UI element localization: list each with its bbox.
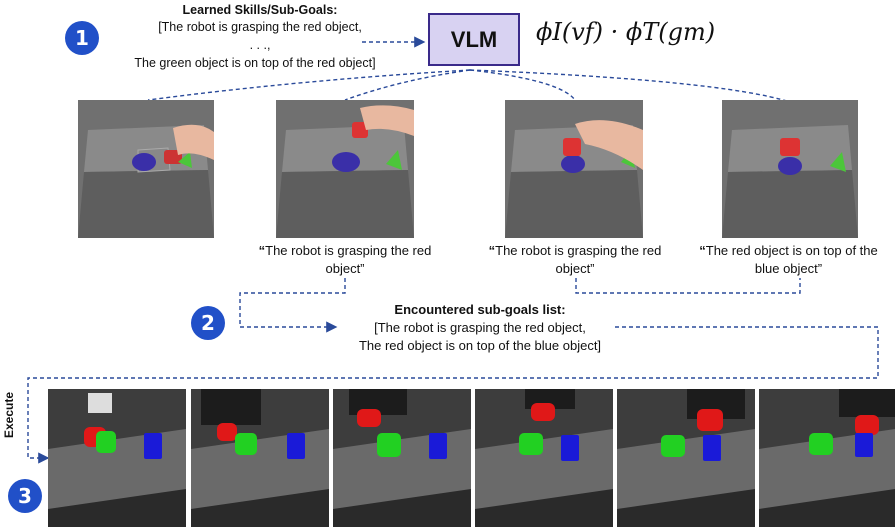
skills-line-3: The green object is on top of the red ob… [134,56,376,70]
step-1-badge: 1 [65,21,99,55]
photo-3-scene [505,100,643,238]
caption-2-line-1: The robot is grasping the red [265,243,432,258]
skills-line-2: . . ., [249,38,271,52]
caption-4-line-2: blue object” [754,261,823,276]
caption-3-line-1: The robot is grasping the red [495,243,662,258]
execute-label: Execute [2,391,16,438]
skills-title: Learned Skills/Sub-Goals: [182,3,338,17]
sim-frame-6 [759,389,895,527]
photo-frame-1 [78,100,214,238]
caption-photo-2: “The robot is grasping the red object” [238,242,452,278]
caption-photo-3: “The robot is grasping the red object” [468,242,682,278]
sim-frame-3 [333,389,471,527]
sim-4-scene [475,389,613,527]
photo-4-scene [722,100,858,238]
encountered-title: Encountered sub-goals list: [394,302,566,317]
sim-frame-1 [48,389,186,527]
caption-3-quote: “ [488,243,496,258]
vlm-box: VLM [428,13,520,66]
sim-6-scene [759,389,895,527]
sim-frame-4 [475,389,613,527]
photo-frame-3 [505,100,643,238]
photo-frame-2 [276,100,414,238]
sim-5-scene [617,389,755,527]
caption-3-line-2: object” [555,261,595,276]
encountered-line-1: [The robot is grasping the red object, [374,320,586,335]
step-3-badge: 3 [8,479,42,513]
sim-1-scene [48,389,186,527]
sim-3-scene [333,389,471,527]
sim-frame-2 [191,389,329,527]
step-2-badge: 2 [191,306,225,340]
vlm-label: VLM [450,26,498,52]
sim-2-scene [191,389,329,527]
photo-frame-4 [722,100,858,238]
encountered-line-2: The red object is on top of the blue obj… [358,338,602,353]
skills-line-1: [The robot is grasping the red object, [158,20,362,34]
photo-1-scene [78,100,214,238]
caption-4-quote: “ [699,243,706,258]
caption-2-line-2: object” [325,261,365,276]
caption-2-quote: “ [258,243,266,258]
photo-2-scene [276,100,414,238]
caption-photo-4: “The red object is on top of the blue ob… [682,242,895,278]
caption-4-line-1: The red object is on top of the [705,243,878,258]
similarity-formula: ϕI(vf) · ϕT(gm) [536,18,716,46]
sim-frame-5 [617,389,755,527]
